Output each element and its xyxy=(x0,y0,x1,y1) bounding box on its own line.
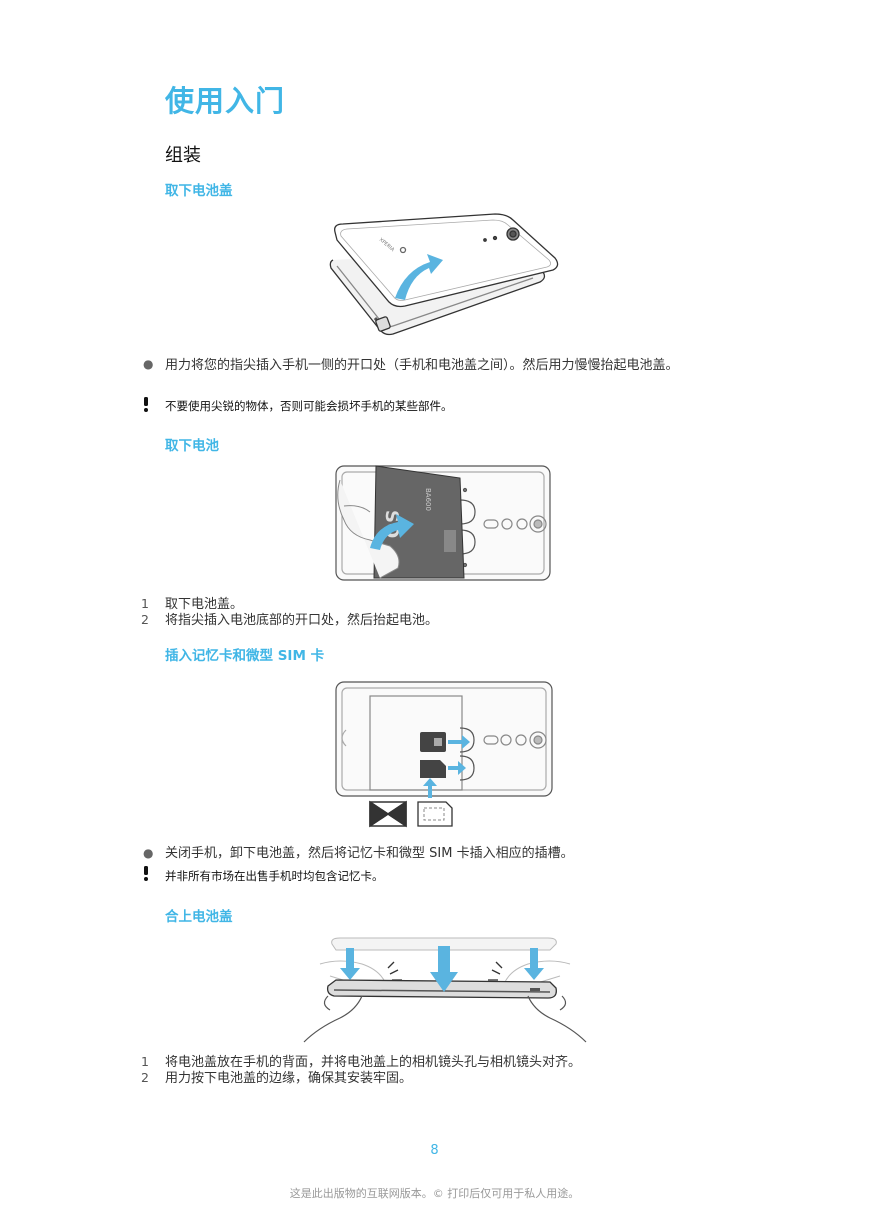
remove-cover-warning: 不要使用尖锐的物体，否则可能会损坏手机的某些部件。 xyxy=(165,399,453,413)
attach-cover-illustration xyxy=(303,937,587,1043)
step-number: 2 xyxy=(141,612,149,627)
insert-cards-illustration xyxy=(335,681,553,828)
step-number: 1 xyxy=(141,596,149,611)
step-number: 2 xyxy=(141,1070,149,1085)
insert-cards-instruction: 关闭手机，卸下电池盖，然后将记忆卡和微型 SIM 卡插入相应的插槽。 xyxy=(165,846,574,861)
remove-cover-heading: 取下电池盖 xyxy=(165,183,233,199)
bullet-dot-icon: ● xyxy=(143,846,154,860)
page-title: 使用入门 xyxy=(165,84,286,118)
section-heading: 组装 xyxy=(165,145,201,166)
remove-battery-step: 取下电池盖。 xyxy=(165,597,244,612)
bullet-dot-icon: ● xyxy=(143,357,154,371)
attach-cover-step: 用力按下电池盖的边缘，确保其安装牢固。 xyxy=(165,1071,413,1086)
insert-cards-warning: 并非所有市场在出售手机时均包含记忆卡。 xyxy=(165,869,384,883)
insert-cards-heading: 插入记忆卡和微型 SIM 卡 xyxy=(165,648,325,664)
battery-model-text: BA600 xyxy=(424,488,432,511)
remove-cover-illustration: XPERIA xyxy=(329,213,559,336)
remove-cover-instruction: 用力将您的指尖插入手机一侧的开口处（手机和电池盖之间）。然后用力慢慢抬起电池盖。 xyxy=(165,358,679,373)
footer-note: 这是此出版物的互联网版本。© 打印后仅可用于私人用途。 xyxy=(289,1187,580,1200)
exclamation-icon xyxy=(144,397,148,412)
remove-battery-step: 将指尖插入电池底部的开口处，然后抬起电池。 xyxy=(165,613,439,628)
attach-cover-step: 将电池盖放在手机的背面，并将电池盖上的相机镜头孔与相机镜头对齐。 xyxy=(165,1055,582,1070)
remove-battery-illustration: SO BA600 xyxy=(335,465,551,581)
remove-battery-heading: 取下电池 xyxy=(165,438,219,454)
step-number: 1 xyxy=(141,1054,149,1069)
attach-cover-heading: 合上电池盖 xyxy=(165,909,233,925)
page-number: 8 xyxy=(430,1143,439,1158)
exclamation-icon xyxy=(144,866,148,881)
